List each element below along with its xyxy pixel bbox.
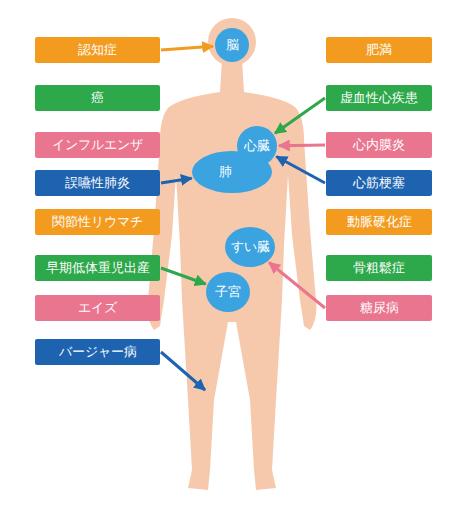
head-shape <box>208 18 256 66</box>
disease-box: 関節性リウマチ <box>35 209 160 235</box>
disease-name: 動脈硬化症 <box>347 214 412 230</box>
organ-name: 肺 <box>219 164 232 180</box>
disease-name: バージャー病 <box>59 344 137 360</box>
disease-name: 心筋梗塞 <box>353 175 405 191</box>
disease-box: 肥満 <box>326 37 432 63</box>
disease-name: 認知症 <box>78 42 117 58</box>
disease-name: 虚血性心疾患 <box>340 90 418 106</box>
pointer-arrow <box>161 178 192 183</box>
pointer-arrow <box>161 46 213 50</box>
disease-box: 癌 <box>35 85 160 111</box>
disease-box: 認知症 <box>35 37 160 63</box>
disease-box: 心内膜炎 <box>326 132 432 158</box>
disease-box: 心筋梗塞 <box>326 170 432 196</box>
disease-box: インフルエンザ <box>35 132 160 158</box>
disease-box: 糖尿病 <box>326 295 432 321</box>
disease-box: 骨粗鬆症 <box>326 255 432 281</box>
disease-box: エイズ <box>35 295 160 321</box>
disease-name: 肥満 <box>366 42 392 58</box>
disease-box: バージャー病 <box>35 339 160 365</box>
pointer-arrow <box>269 263 325 308</box>
pointer-arrow <box>275 98 325 133</box>
organ-circle: 子宮 <box>206 272 250 312</box>
disease-box: 誤嚥性肺炎 <box>35 170 160 196</box>
organ-circle: 脳 <box>215 28 249 62</box>
disease-name: インフルエンザ <box>52 137 143 153</box>
disease-name: 骨粗鬆症 <box>353 260 405 276</box>
pointer-arrow <box>276 157 325 183</box>
disease-name: 早期低体重児出産 <box>46 260 150 276</box>
disease-name: 関節性リウマチ <box>52 214 143 230</box>
disease-name: 誤嚥性肺炎 <box>65 175 130 191</box>
disease-name: 糖尿病 <box>360 300 399 316</box>
pointer-arrow <box>161 268 206 284</box>
organ-circle: 肺 <box>192 151 272 193</box>
organ-name: 心臓 <box>244 138 270 154</box>
disease-name: エイズ <box>78 300 117 316</box>
organ-name: 脳 <box>226 37 239 53</box>
disease-box: 虚血性心疾患 <box>326 85 432 111</box>
disease-name: 癌 <box>91 90 104 106</box>
body-silhouette <box>148 60 317 490</box>
organ-circle: すい臓 <box>225 227 275 267</box>
disease-box: 早期低体重児出産 <box>35 255 160 281</box>
disease-name: 心内膜炎 <box>353 137 405 153</box>
leg-arrow <box>161 352 205 390</box>
pointer-arrow <box>279 144 325 148</box>
organ-name: 子宮 <box>215 284 241 300</box>
organ-name: すい臓 <box>231 239 270 255</box>
disease-box: 動脈硬化症 <box>326 209 432 235</box>
